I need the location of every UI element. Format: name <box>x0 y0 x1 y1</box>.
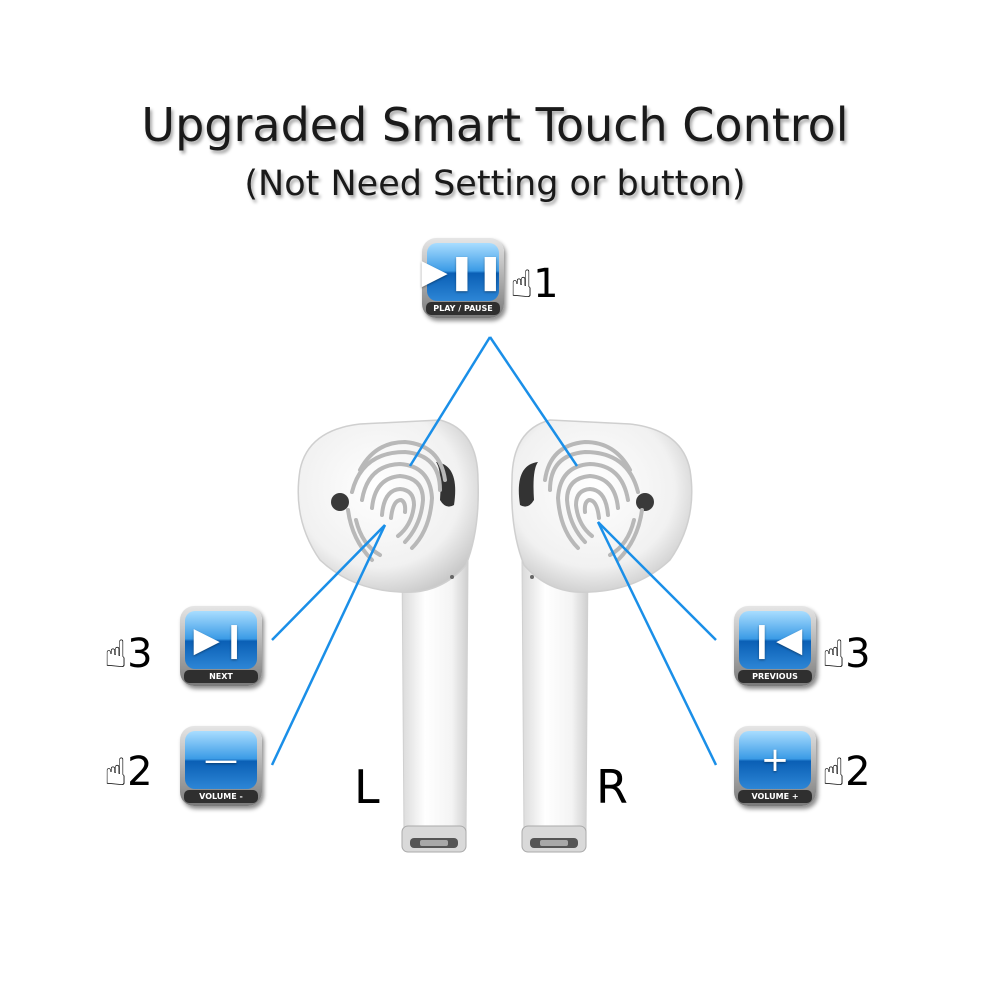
tap-count: 2 <box>845 749 871 795</box>
volume-down-caption: VOLUME - <box>184 790 258 803</box>
previous-track-button[interactable]: ❙◀ PREVIOUS <box>734 606 816 686</box>
line-play-pause-left <box>408 336 492 467</box>
left-sensor-icon <box>331 493 349 511</box>
play-pause-icon: ▶❚❚ <box>421 243 505 301</box>
tap-count: 1 <box>533 261 559 307</box>
tap-count: 3 <box>845 631 871 677</box>
left-earbud <box>297 419 479 853</box>
tap-hand-icon: ☝ <box>510 262 534 306</box>
tap-hand-icon: ☝ <box>104 750 128 794</box>
tap-hint-volume-down: ☝2 <box>104 750 153 794</box>
line-volume-up <box>596 521 718 766</box>
right-fingerprint-icon <box>543 439 644 562</box>
play-pause-button[interactable]: ▶❚❚ PLAY / PAUSE <box>421 238 505 318</box>
next-track-icon: ▶❙ <box>185 611 257 669</box>
line-next <box>271 524 386 641</box>
volume-up-caption: VOLUME + <box>738 790 812 803</box>
page-subtitle: (Not Need Setting or button) <box>244 164 746 204</box>
tap-hand-icon: ☝ <box>104 632 128 676</box>
left-earbud-label: L <box>354 760 380 814</box>
previous-caption: PREVIOUS <box>738 670 812 683</box>
previous-track-icon: ❙◀ <box>739 611 811 669</box>
page-title: Upgraded Smart Touch Control <box>141 98 849 152</box>
play-pause-caption: PLAY / PAUSE <box>426 302 500 315</box>
right-sensor-icon <box>636 493 654 511</box>
volume-up-button[interactable]: + VOLUME + <box>734 726 816 806</box>
tap-hint-next: ☝3 <box>104 632 153 676</box>
line-play-pause-right <box>488 336 579 467</box>
next-track-button[interactable]: ▶❙ NEXT <box>180 606 262 686</box>
tap-hint-volume-up: ☝2 <box>822 750 871 794</box>
tap-count: 2 <box>127 749 153 795</box>
line-volume-down <box>270 524 387 766</box>
minus-icon: — <box>185 731 257 789</box>
right-earbud <box>511 419 693 853</box>
tap-hint-play-pause: ☝1 <box>510 262 559 306</box>
tap-hand-icon: ☝ <box>822 750 846 794</box>
plus-icon: + <box>739 731 811 789</box>
connector-lines <box>270 336 718 766</box>
line-previous <box>597 521 717 641</box>
right-earbud-label: R <box>596 760 628 814</box>
tap-count: 3 <box>127 631 153 677</box>
next-caption: NEXT <box>184 670 258 683</box>
volume-down-button[interactable]: — VOLUME - <box>180 726 262 806</box>
tap-hint-previous: ☝3 <box>822 632 871 676</box>
tap-hand-icon: ☝ <box>822 632 846 676</box>
